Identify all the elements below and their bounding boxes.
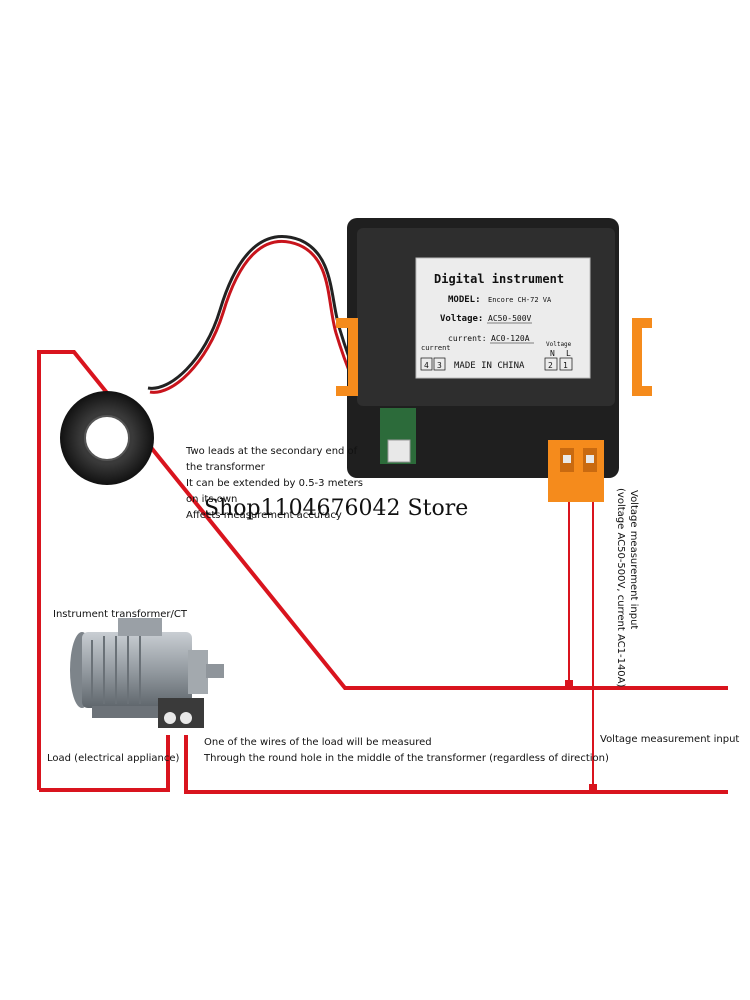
plate-voltage-term-1: 1 bbox=[563, 361, 568, 370]
annotation-ct-label: Instrument transformer/CT bbox=[53, 609, 188, 620]
annotation-leads-5: Affects measurement accuracy bbox=[186, 510, 342, 521]
plate-voltage-value: AC50-500V bbox=[488, 314, 532, 323]
voltage-terminal-block bbox=[548, 440, 604, 502]
annotation-load-label: Load (electrical appliance) bbox=[47, 753, 180, 764]
plate-term-letter-n: N bbox=[550, 349, 555, 358]
plate-voltage-term-2: 2 bbox=[548, 361, 553, 370]
wire-bottom bbox=[39, 735, 170, 792]
annotations: Two leads at the secondary end of the tr… bbox=[47, 446, 739, 764]
plate-made-in: MADE IN CHINA bbox=[454, 361, 525, 371]
mounting-clip-right bbox=[632, 318, 652, 396]
plate-term-letter-l: L bbox=[566, 349, 571, 358]
plate-title: Digital instrument bbox=[434, 272, 564, 286]
plate-voltage-term-label: Voltage bbox=[546, 341, 572, 348]
plate-current-prefix: current: bbox=[448, 334, 487, 343]
annotation-vertical-1: Voltage measurement input bbox=[628, 490, 639, 629]
annotation-leads-1: Two leads at the secondary end of bbox=[185, 446, 358, 457]
mounting-clip-left bbox=[336, 318, 358, 396]
plate-current-term-label: current bbox=[421, 344, 451, 352]
store-watermark: Shop1104676042 Store bbox=[204, 496, 468, 521]
meter-nameplate: Digital instrument MODEL: Encore CH-72 V… bbox=[415, 257, 591, 379]
plate-current-term-3: 3 bbox=[437, 361, 442, 370]
plate-current-value: AC0-120A bbox=[491, 334, 530, 343]
plate-model-prefix: MODEL: bbox=[448, 295, 481, 305]
current-transformer bbox=[60, 391, 154, 485]
annotation-leads-4: on its own bbox=[186, 494, 237, 505]
annotation-wire-1: One of the wires of the load will be mea… bbox=[204, 737, 432, 748]
plate-current-term-4: 4 bbox=[424, 361, 429, 370]
red-wires bbox=[37, 350, 728, 794]
annotation-leads-3: It can be extended by 0.5-3 meters bbox=[186, 478, 363, 489]
motor-load bbox=[70, 618, 224, 728]
wire-bottom-right bbox=[184, 735, 728, 794]
plate-voltage-prefix: Voltage: bbox=[440, 314, 483, 324]
wire-left-loop bbox=[37, 350, 728, 790]
junction-l bbox=[589, 784, 597, 794]
plate-model-value: Encore CH-72 VA bbox=[488, 296, 552, 304]
annotation-wire-2: Through the round hole in the middle of … bbox=[203, 753, 609, 764]
annotation-leads-2: the transformer bbox=[186, 462, 266, 473]
annotation-vertical-2: (voltage AC50-500V, current AC1-140A) bbox=[615, 488, 626, 688]
junction-n bbox=[565, 680, 573, 690]
annotation-voltage-input: Voltage measurement input bbox=[600, 734, 739, 745]
